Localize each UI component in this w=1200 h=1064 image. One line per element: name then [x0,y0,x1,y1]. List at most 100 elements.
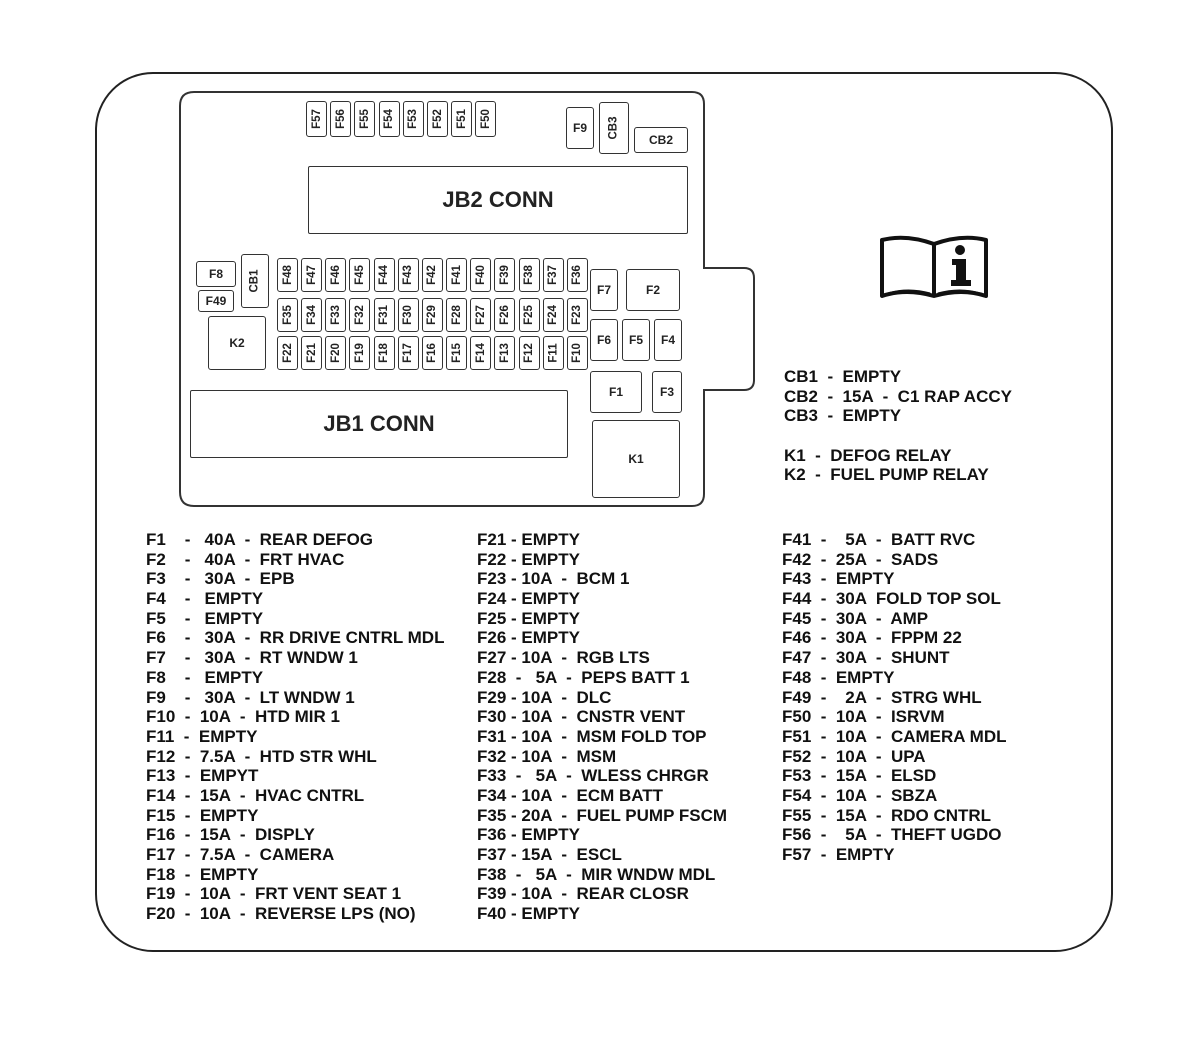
fuse-f48[interactable]: F48 [277,258,298,292]
fuse-legend-entry: F29 - 10A - DLC [477,687,612,707]
fuse-f49[interactable]: F49 [198,290,234,312]
relay-k2[interactable]: K2 [208,316,266,370]
fuse-f1[interactable]: F1 [590,371,642,413]
fuse-f28[interactable]: F28 [446,298,468,332]
fuse-label: F17 [402,343,415,363]
fuse-f9[interactable]: F9 [566,107,594,149]
fuse-f39[interactable]: F39 [494,258,516,292]
fuse-f17[interactable]: F17 [397,336,419,370]
fuse-f46[interactable]: F46 [325,258,347,292]
fuse-f15[interactable]: F15 [446,336,468,370]
fuse-legend-entry: F21 - EMPTY [477,530,580,549]
fuse-f5[interactable]: F5 [622,319,650,361]
fuse-f45[interactable]: F45 [349,258,371,292]
fuse-label: F31 [378,305,391,325]
fuse-f11[interactable]: F11 [542,336,564,370]
fuse-f37[interactable]: F37 [542,258,564,292]
fuse-f25[interactable]: F25 [518,298,540,332]
fuse-f4[interactable]: F4 [654,319,682,361]
fuse-f7[interactable]: F7 [590,269,618,311]
fuse-f23[interactable]: F23 [566,298,588,332]
fuse-f21[interactable]: F21 [301,336,323,370]
fuse-label: F2 [645,283,660,297]
fuse-legend-entry: F48 - EMPTY [782,667,895,687]
fuse-f13[interactable]: F13 [494,336,516,370]
fuse-label: F24 [547,305,560,325]
fuse-f38[interactable]: F38 [518,258,540,292]
fuse-f22[interactable]: F22 [277,336,298,370]
fuse-f41[interactable]: F41 [446,258,468,292]
fuse-legend-entry: F23 - 10A - BCM 1 [477,569,630,589]
fuse-legend-entry: F13 - EMPYT [146,766,259,786]
fuse-f51[interactable]: F51 [451,101,473,137]
fuse-legend-entry: F42 - 25A - SADS [782,549,939,569]
fuse-label: F6 [596,333,611,347]
fuse-legend-entry: F31 - 10A - MSM FOLD TOP [477,726,707,746]
fuse-f32[interactable]: F32 [349,298,371,332]
fuse-f43[interactable]: F43 [397,258,419,292]
jb2-connector[interactable]: JB2 CONN [308,166,688,234]
fuse-label: F23 [571,305,584,325]
fuse-f55[interactable]: F55 [354,101,376,137]
fuse-f16[interactable]: F16 [421,336,443,370]
jb1-connector[interactable]: JB1 CONN [190,390,568,458]
fuse-f34[interactable]: F34 [301,298,323,332]
fuse-legend-entry: F27 - 10A - RGB LTS [477,648,650,668]
relay-label: K1 [628,452,644,466]
fuse-f24[interactable]: F24 [542,298,564,332]
fuse-label: F7 [596,283,611,297]
fuse-f20[interactable]: F20 [325,336,347,370]
fuse-legend-entry: F53 - 15A - ELSD [782,766,937,786]
fuse-label: F35 [281,305,294,325]
fuse-f30[interactable]: F30 [397,298,419,332]
fuse-label: F37 [547,265,560,285]
fuse-label: F3 [659,385,674,399]
fuse-label: F20 [329,343,342,363]
fuse-f18[interactable]: F18 [373,336,395,370]
fuse-label: F28 [450,305,463,325]
fuse-legend-entry: F44 - 30A FOLD TOP SOL [782,589,1001,609]
fuse-f40[interactable]: F40 [470,258,492,292]
breaker-cb1[interactable]: CB1 [241,254,269,308]
fuse-f27[interactable]: F27 [470,298,492,332]
fuse-f42[interactable]: F42 [421,258,443,292]
fuse-label: F48 [281,265,294,285]
fuse-f12[interactable]: F12 [518,336,540,370]
fuse-f10[interactable]: F10 [566,336,588,370]
fuse-f8[interactable]: F8 [196,261,236,287]
fuse-f35[interactable]: F35 [277,298,298,332]
fuse-f47[interactable]: F47 [301,258,323,292]
fuse-f54[interactable]: F54 [378,101,400,137]
fuse-f6[interactable]: F6 [590,319,618,361]
fuse-f19[interactable]: F19 [349,336,371,370]
fuse-legend-entry: F28 - 5A - PEPS BATT 1 [477,667,690,687]
breaker-cb3[interactable]: CB3 [599,102,629,154]
fuse-label: F40 [474,265,487,285]
fuse-legend-entry: F10 - 10A - HTD MIR 1 [146,707,340,727]
fuse-label: F16 [426,343,439,363]
fuse-f36[interactable]: F36 [566,258,588,292]
breaker-cb2[interactable]: CB2 [634,127,688,153]
fuse-f57[interactable]: F57 [306,101,327,137]
fuse-f56[interactable]: F56 [330,101,352,137]
fuse-legend-entry: F52 - 10A - UPA [782,746,926,766]
fuse-legend-entry: F38 - 5A - MIR WNDW MDL [477,864,716,884]
fuse-f33[interactable]: F33 [325,298,347,332]
fuse-f29[interactable]: F29 [421,298,443,332]
relay-k1[interactable]: K1 [592,420,680,498]
fuse-f2[interactable]: F2 [626,269,680,311]
fuse-f14[interactable]: F14 [470,336,492,370]
fuse-f44[interactable]: F44 [373,258,395,292]
fuse-label: F36 [571,265,584,285]
fuse-f26[interactable]: F26 [494,298,516,332]
fuse-legend-entry: F14 - 15A - HVAC CNTRL [146,785,365,805]
fuse-f50[interactable]: F50 [475,101,497,137]
fuse-f52[interactable]: F52 [427,101,448,137]
fuse-label: F14 [474,343,487,363]
fuse-f53[interactable]: F53 [402,101,424,137]
fuse-f31[interactable]: F31 [373,298,395,332]
fuse-f3[interactable]: F3 [652,371,682,413]
